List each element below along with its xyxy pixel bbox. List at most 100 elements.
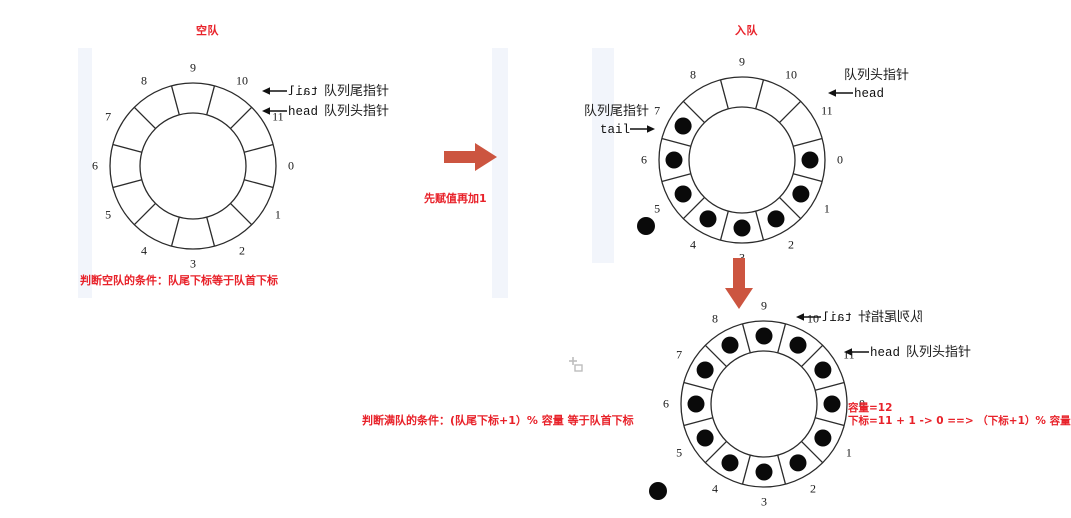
arrow-transition-right-label: 先赋值再加1: [424, 192, 487, 205]
slot-index-label: 0: [837, 152, 843, 167]
slot-filled-dot: [699, 210, 717, 228]
ring-divider: [230, 203, 253, 226]
pointer-head-full: head 队列头指针: [844, 341, 971, 361]
arrow-left-icon: [262, 107, 287, 116]
pointer-tail-chinese: 队列尾指针: [324, 83, 390, 98]
slot-index-label: 9: [761, 298, 767, 313]
slot-index-label: 10: [807, 311, 819, 326]
slot-index-label: 6: [663, 396, 669, 411]
ring-divider: [741, 455, 751, 485]
ring-divider: [779, 100, 802, 123]
ring-divider: [779, 197, 802, 220]
ring-divider: [801, 441, 824, 464]
ring-inner-circle: [688, 106, 796, 214]
slot-index-label: 4: [141, 243, 147, 258]
ring-divider: [755, 79, 765, 109]
slot-index-label: 11: [821, 103, 833, 118]
pointer-tail-text: tail: [822, 311, 853, 325]
slot-index-label: 8: [690, 67, 696, 82]
loose-dot-full: [649, 482, 667, 500]
ring-inner-circle: [139, 112, 247, 220]
slot-filled-dot: [801, 151, 819, 169]
ring-divider: [682, 197, 705, 220]
diagram-title-enqueue: 入队: [735, 24, 758, 37]
ring-divider: [801, 344, 824, 367]
slot-index-label: 4: [712, 481, 718, 496]
ring-divider: [777, 323, 787, 353]
pointer-tail-text: tail: [600, 123, 631, 137]
slot-index-label: 7: [654, 103, 661, 118]
ring-svg: [109, 82, 277, 250]
slot-filled-dot: [755, 463, 773, 481]
ring-divider: [755, 211, 765, 241]
loose-dot-enqueue: [637, 217, 655, 235]
pointer-head-text: head: [288, 105, 319, 119]
arrow-left-icon: [796, 313, 821, 322]
ring-divider: [244, 143, 274, 153]
pointer-head-text: head: [870, 346, 901, 360]
ring-divider: [682, 100, 705, 123]
diagram-title-empty-queue: 空队: [196, 24, 219, 37]
ring-outer-circle: [658, 76, 826, 244]
slot-filled-dot: [696, 429, 714, 447]
ring-divider: [683, 417, 713, 427]
arrow-down-icon: [725, 258, 753, 309]
slot-filled-dot: [674, 185, 692, 203]
slot-filled-dot: [696, 361, 714, 379]
ring-divider: [741, 323, 751, 353]
slot-index-label: 7: [676, 347, 683, 362]
ring-outer-circle: [680, 320, 848, 488]
slot-filled-dot: [789, 336, 807, 354]
ring-divider: [704, 441, 727, 464]
slot-index-label: 0: [288, 158, 294, 173]
pointer-tail-chinese: 队列尾指针: [584, 103, 650, 118]
slot-index-label: 2: [239, 243, 245, 258]
ring-divider: [170, 85, 180, 115]
slot-index-label: 3: [739, 250, 745, 265]
pointer-head-chinese: 队列头指针: [906, 344, 972, 359]
scan-band: [78, 48, 92, 298]
ring-divider: [133, 106, 156, 129]
side-note-capacity: 容量=12: [848, 402, 893, 414]
ring-divider: [815, 417, 845, 427]
pointer-tail-enqueue: 队列尾指针 tail: [584, 100, 656, 138]
slot-filled-dot: [721, 454, 739, 472]
slot-index-label: 1: [845, 445, 852, 460]
ring-svg: [680, 320, 848, 488]
slot-index-label: 5: [676, 445, 683, 460]
slot-index-label: 1: [823, 201, 830, 216]
ring-divider: [244, 179, 274, 189]
ring-divider: [793, 173, 823, 183]
ring-divider: [206, 85, 216, 115]
slot-index-label: 7: [105, 109, 112, 124]
ring-divider: [133, 203, 156, 226]
ring-divider: [661, 173, 691, 183]
slot-index-label: 5: [105, 207, 112, 222]
pointer-head-chinese: 队列头指针: [324, 103, 390, 118]
ring-divider: [112, 179, 142, 189]
ring-divider: [719, 211, 729, 241]
ring-outer-circle: [109, 82, 277, 250]
arrow-right-icon: [630, 125, 656, 134]
slot-index-label: 0: [859, 396, 865, 411]
pointer-tail-full: tail 队列尾指针: [796, 306, 923, 326]
ring-divider: [793, 137, 823, 147]
pointer-tail-chinese: 队列尾指针: [858, 309, 924, 324]
ring-inner-circle: [710, 350, 818, 458]
ring-divider: [777, 455, 787, 485]
slot-index-label: 8: [712, 311, 718, 326]
caption-empty-condition: 判断空队的条件：队尾下标等于队首下标: [80, 274, 278, 287]
slot-filled-dot: [814, 429, 832, 447]
side-notes-full-queue: 容量=12 下标=11 + 1 -> 0 ==> （下标+1）% 容量: [848, 402, 1071, 428]
slot-index-label: 2: [788, 237, 794, 252]
slot-index-label: 3: [761, 494, 767, 509]
ring-divider: [661, 137, 691, 147]
ring-divider: [719, 79, 729, 109]
pointer-head-text: head: [854, 87, 885, 101]
slot-index-label: 11: [272, 109, 284, 124]
slot-filled-dot: [674, 117, 692, 135]
slot-index-label: 8: [141, 73, 147, 88]
